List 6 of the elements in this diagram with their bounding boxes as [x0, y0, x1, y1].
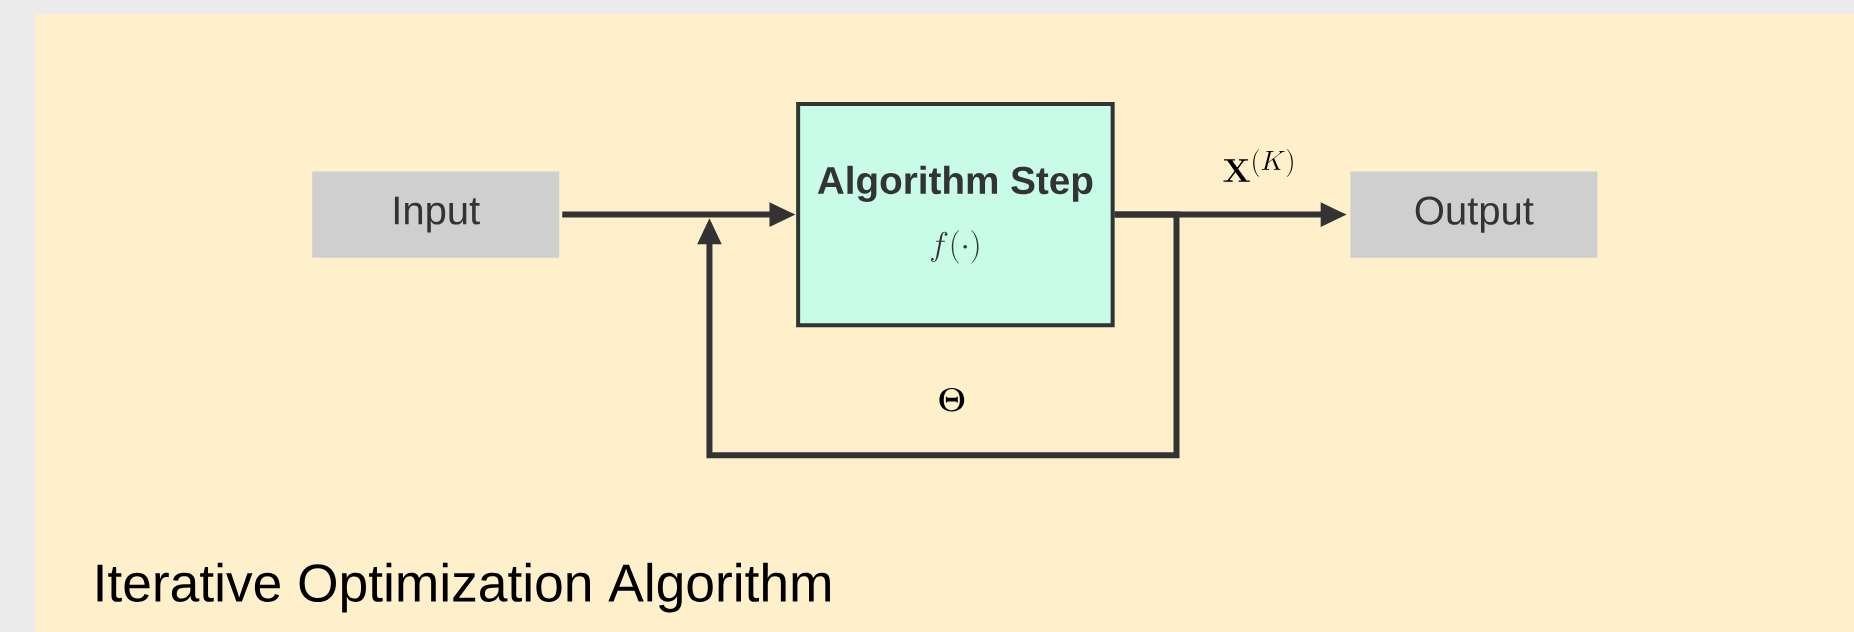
caption: Iterative Optimization Algorithm [97, 562, 830, 613]
arrow [697, 211, 1180, 459]
edge-label: $\mathbf{X}^{(K)}$ [1219, 146, 1299, 185]
output-box: Output [1350, 171, 1598, 258]
process-box: Algorithm Step $f(\cdot)$ [796, 102, 1115, 328]
input-box: Input [312, 171, 560, 258]
